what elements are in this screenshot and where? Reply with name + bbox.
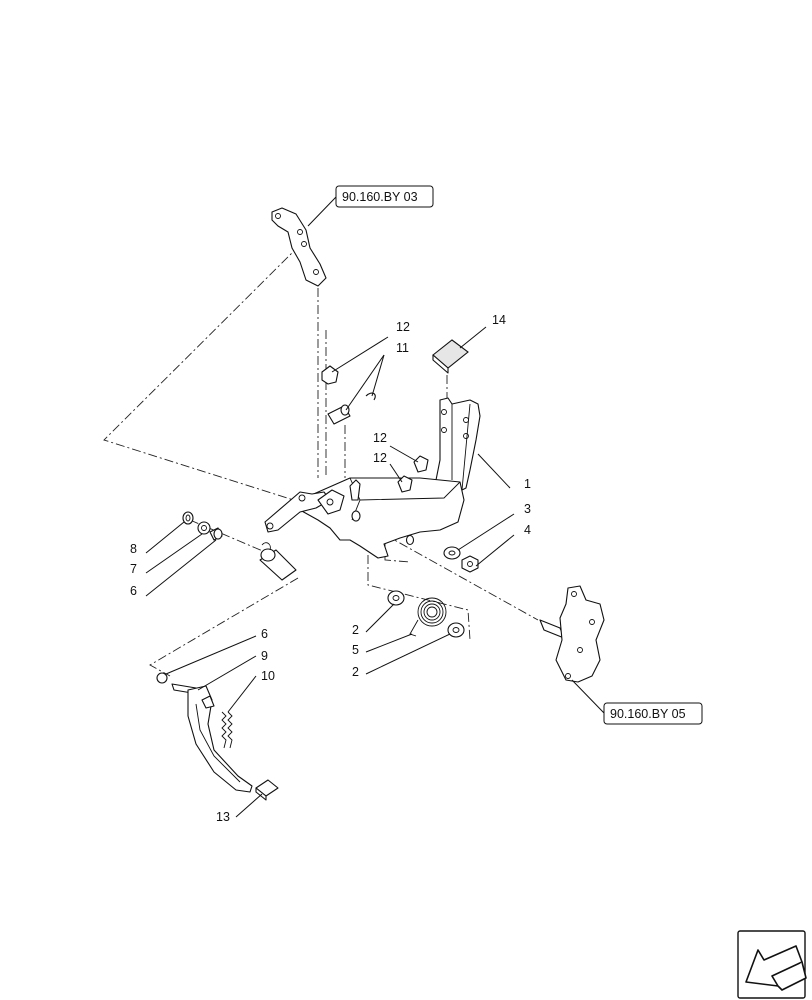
right-bracket-part xyxy=(539,585,605,683)
callout-8: 8 xyxy=(130,542,137,556)
callout-3: 3 xyxy=(524,502,531,516)
bushing-part xyxy=(259,542,297,581)
main-bracket-assembly xyxy=(264,477,465,559)
callout-12: 12 xyxy=(396,320,410,334)
bushing-2-upper xyxy=(387,590,405,606)
callout-5: 5 xyxy=(352,643,359,657)
part-14-pad xyxy=(432,339,469,374)
washer-3 xyxy=(443,546,461,560)
callout-6: 6 xyxy=(261,627,268,641)
callout-9: 9 xyxy=(261,649,268,663)
nut-4 xyxy=(461,555,479,573)
callout-14: 14 xyxy=(492,313,506,327)
leader-lines xyxy=(145,196,605,818)
top-bracket-part xyxy=(271,207,327,287)
part-11-pin xyxy=(327,392,376,425)
callout-6: 6 xyxy=(130,584,137,598)
callout-labels: 12 11 14 12 12 1 3 4 8 7 6 2 5 2 6 9 10 … xyxy=(130,313,531,824)
part-12-clips xyxy=(321,365,429,493)
reference-top-text: 90.160.BY 03 xyxy=(342,190,418,204)
arrow-back-icon[interactable] xyxy=(737,930,807,999)
callout-10: 10 xyxy=(261,669,275,683)
callout-4: 4 xyxy=(524,523,531,537)
spring-10 xyxy=(221,711,233,749)
spring-5 xyxy=(409,597,447,637)
callout-12: 12 xyxy=(373,451,387,465)
callout-2: 2 xyxy=(352,665,359,679)
callout-2: 2 xyxy=(352,623,359,637)
bushing-2-lower xyxy=(447,622,465,638)
reference-box-right[interactable]: 90.160.BY 05 xyxy=(603,702,703,725)
callout-13: 13 xyxy=(216,810,230,824)
assembly-lines xyxy=(103,244,539,677)
reference-box-top[interactable]: 90.160.BY 03 xyxy=(335,185,434,208)
left-hardware-8-7-6 xyxy=(182,511,223,541)
part-13-pedal xyxy=(156,672,279,801)
callout-1: 1 xyxy=(524,477,531,491)
callout-7: 7 xyxy=(130,562,137,576)
callout-11: 11 xyxy=(396,341,409,355)
callout-12: 12 xyxy=(373,431,387,445)
reference-right-text: 90.160.BY 05 xyxy=(610,707,686,721)
part-1-lever xyxy=(435,397,481,493)
